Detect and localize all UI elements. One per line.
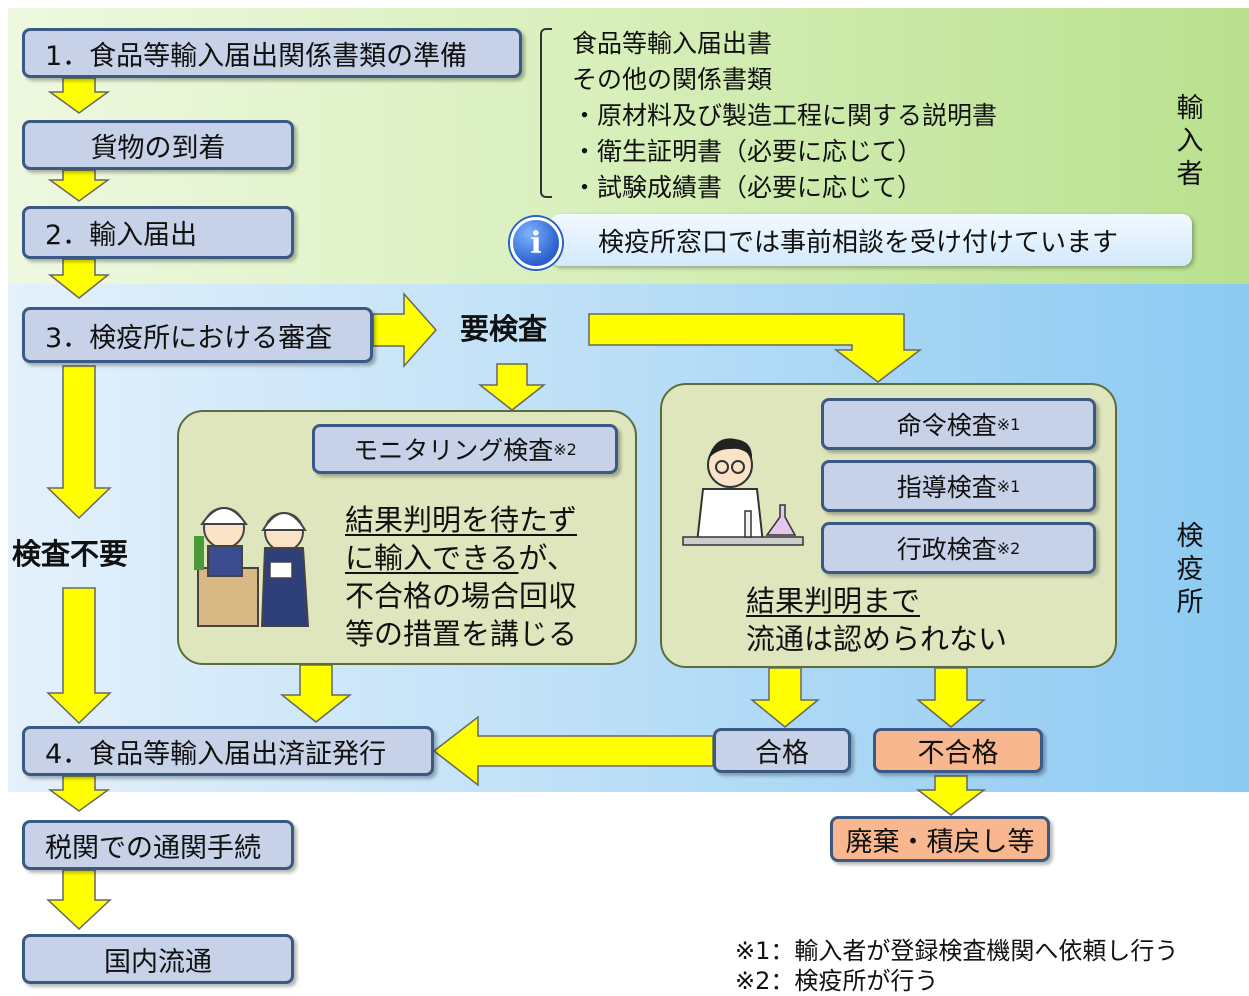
arrow-customs-domestic [46,869,112,931]
documents-list: 食品等輸入届出書 その他の関係書類 ・原材料及び製造工程に関する説明書 ・衛生証… [572,26,997,206]
monitoring-desc-line: 等の措置を講じる [345,617,578,651]
fail-label: 不合格 [917,738,999,769]
arrow-notification-review [47,258,111,299]
documents-other: その他の関係書類 [572,65,773,94]
hold-desc-line: 結果判明まで [746,584,921,618]
documents-brace [540,28,552,198]
worker-illustration [194,507,310,627]
guidance-inspection-note-mark: ※1 [996,476,1021,496]
quarantine-label-char: 所 [1176,587,1204,618]
step-issue-label: 4．食品等輸入届出済証発行 [45,738,387,770]
monitoring-desc-line: 不合格の場合回収 [345,579,578,613]
inspection-required-label: 要検査 [460,312,548,346]
monitoring-desc-rest: が、 [518,541,576,575]
importer-label: 輸 入 者 [1172,92,1208,191]
arrow-prepare-arrival [47,77,111,114]
arrow-inspections-pass [749,667,821,728]
arrow-fail-disposal [915,775,987,816]
consultation-info-bar: 検疫所窓口では事前相談を受け付けています [550,214,1192,266]
arrow-inspections-fail [915,667,987,728]
documents-item: ・試験成績書（必要に応じて） [572,173,923,202]
monitoring-desc-line: に輸入できるが、 [345,539,577,577]
monitoring-note-mark: ※2 [553,439,577,459]
disposal-box: 廃棄・積戻し等 [830,816,1050,862]
footnote: ※2：検疫所が行う [735,967,939,995]
arrow-review-required [372,292,438,368]
arrow-review-not-required [46,365,112,520]
monitoring-desc-line: 結果判明を待たず [345,503,578,537]
pass-label: 合格 [755,738,809,769]
inspection-not-required-label: 検査不要 [12,537,129,571]
quarantine-label: 検 疫 所 [1172,520,1208,619]
step-notification-label: 2．輸入届出 [45,220,198,251]
arrow-not-required-issue [46,587,112,725]
administrative-inspection-label: 行政検査 [896,535,997,564]
documents-item: ・衛生証明書（必要に応じて） [572,137,923,166]
step-customs-clearance: 税関での通関手続 [22,820,294,870]
monitoring-inspection-box: モニタリング検査※2 [312,424,618,474]
footnote: ※1：輸入者が登録検査機関へ依頼し行う [735,937,1179,965]
scientist-illustration [682,438,804,546]
monitoring-desc-underlined: に輸入できる [345,541,519,575]
step-prepare-label: 1．食品等輸入届出関係書類の準備 [45,40,468,72]
guidance-inspection-label: 指導検査 [896,473,997,502]
disposal-label: 廃棄・積戻し等 [845,826,1035,858]
step-review-label: 3．検疫所における審査 [45,322,333,354]
monitoring-label: モニタリング検査 [353,436,554,465]
step-prepare-documents: 1．食品等輸入届出関係書類の準備 [22,28,522,78]
step-arrival-label: 貨物の到着 [90,132,226,164]
monitoring-description: 結果判明を待たず に輸入できるが、 不合格の場合回収 等の措置を講じる [345,501,577,653]
pass-box: 合格 [713,728,851,773]
quarantine-label-char: 検 [1176,521,1204,552]
step-quarantine-review: 3．検疫所における審査 [22,307,373,363]
footnotes: ※1：輸入者が登録検査機関へ依頼し行う ※2：検疫所が行う [735,936,1178,996]
documents-item: ・原材料及び製造工程に関する説明書 [572,101,998,130]
arrow-required-monitoring [477,363,547,411]
importer-label-char: 者 [1176,159,1204,190]
quarantine-label-char: 疫 [1176,554,1204,585]
importer-label-char: 輸 [1176,93,1204,124]
step-cargo-arrival: 貨物の到着 [22,120,294,170]
administrative-inspection-box: 行政検査※2 [821,522,1096,574]
arrow-issue-customs [47,775,111,812]
step-customs-label: 税関での通関手続 [45,832,261,864]
step-domestic-label: 国内流通 [104,946,212,978]
hold-description: 結果判明まで 流通は認められない [746,582,1007,658]
step-certificate-issue: 4．食品等輸入届出済証発行 [22,726,434,776]
guidance-inspection-box: 指導検査※1 [821,460,1096,512]
arrow-arrival-notification [47,169,111,202]
ordered-inspection-label: 命令検査 [896,411,997,440]
info-icon: i [510,217,562,269]
ordered-inspection-box: 命令検査※1 [821,398,1096,450]
administrative-inspection-note-mark: ※2 [996,538,1021,558]
hold-desc-line: 流通は認められない [746,622,1008,656]
importer-label-char: 入 [1176,126,1204,157]
documents-title: 食品等輸入届出書 [572,29,773,58]
fail-box: 不合格 [873,728,1043,773]
consultation-info-text: 検疫所窓口では事前相談を受け付けています [598,227,1119,258]
arrow-monitoring-issue [279,664,353,723]
step-import-notification: 2．輸入届出 [22,206,294,259]
arrow-required-inspections [588,313,923,383]
arrow-pass-issue [432,715,714,787]
step-domestic-distribution: 国内流通 [22,934,294,984]
ordered-inspection-note-mark: ※1 [996,414,1021,434]
